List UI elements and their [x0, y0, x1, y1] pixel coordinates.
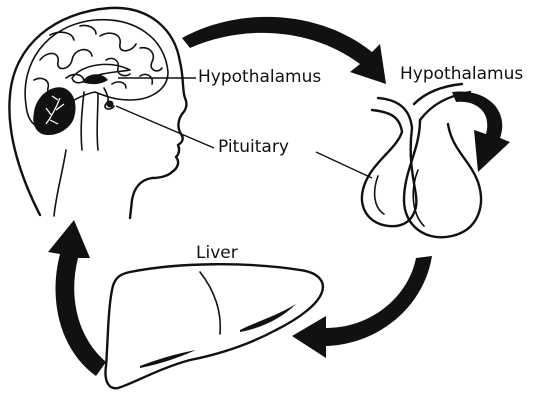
label-pituitary: Pituitary [218, 139, 289, 156]
arrow-gland-loop [452, 92, 510, 172]
arrow-liver-to-head [48, 220, 106, 376]
head-profile [9, 8, 186, 218]
liver-shade-lower [140, 350, 196, 368]
head-pituitary-dot [107, 101, 114, 108]
liver [106, 264, 323, 388]
liver-shade-upper [240, 304, 296, 332]
pituitary-gland [362, 84, 481, 237]
gland-stalk-upper [372, 110, 402, 132]
gland-lobe-left-shade [375, 176, 384, 214]
thalamus-region [82, 74, 108, 84]
pituitary-leader-line-a [116, 106, 214, 148]
label-hypothalamus-head: Hypothalamus [198, 69, 321, 86]
liver-outline [106, 264, 323, 388]
gland-lobe-right-shade [413, 170, 424, 226]
liver-lobe-divide [200, 272, 220, 334]
label-liver: Liver [196, 245, 238, 262]
neck-line [54, 150, 66, 216]
label-hypothalamus-gland: Hypothalamus [400, 66, 523, 83]
brainstem [81, 92, 98, 150]
pituitary-leader-line-b [316, 152, 372, 178]
